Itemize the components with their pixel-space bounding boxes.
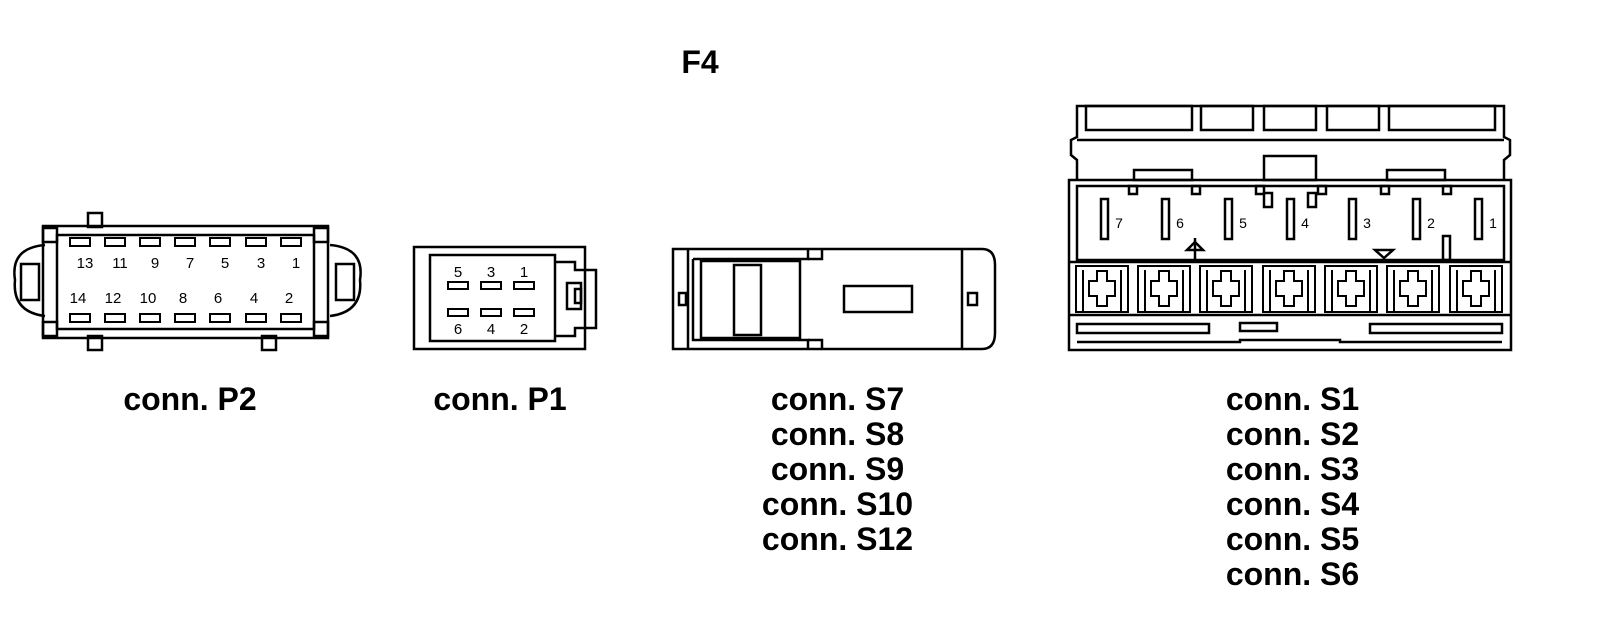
pin-number: 4	[250, 290, 258, 307]
pin-number: 1	[520, 264, 528, 281]
connector-p1	[412, 245, 598, 351]
pin-number: 5	[221, 255, 229, 272]
pin-number: 5	[454, 264, 462, 281]
pin-number: 3	[487, 264, 495, 281]
pin-slot	[174, 237, 196, 247]
pin-slot	[104, 237, 126, 247]
pin-number: 1	[1489, 215, 1497, 231]
terminal-cell	[1324, 265, 1378, 313]
pin-number: 7	[186, 255, 194, 272]
connector-s7-labels: conn. S7 conn. S8 conn. S9 conn. S10 con…	[700, 382, 975, 557]
pin-number: 14	[70, 290, 87, 307]
pin-slot	[447, 281, 469, 290]
pin-slot	[69, 237, 91, 247]
connector-label: conn. S9	[770, 451, 905, 487]
pin-slot	[139, 313, 161, 323]
connector-p1-pins: 5 3 1 6 4 2	[447, 264, 535, 338]
pin-number: 9	[151, 255, 159, 272]
terminal-cell	[1199, 265, 1253, 313]
connector-label: conn. S8	[770, 416, 905, 452]
connector-label: conn. S6	[1225, 556, 1360, 592]
pin-slot	[1285, 197, 1296, 241]
terminal-cell	[1137, 265, 1191, 313]
connector-p2-pins: 13 11 9 7 5 3 1 14 12 10 8 6 4 2	[69, 237, 302, 323]
connector-label: conn. S7	[770, 381, 905, 417]
connector-p2	[13, 211, 362, 352]
pin-slot	[1347, 197, 1358, 241]
diagram-title: F4	[681, 44, 719, 80]
connector-s1-pins: 7 6 5 4 3 2 1	[1099, 197, 1497, 241]
pin-slot	[104, 313, 126, 323]
pin-number: 6	[454, 321, 462, 338]
pin-slot	[69, 313, 91, 323]
pin-number: 10	[140, 290, 157, 307]
connector-p2-label: conn. P2	[123, 381, 257, 417]
pin-slot	[480, 308, 502, 317]
pin-slot	[209, 313, 231, 323]
connector-label: conn. S10	[761, 486, 914, 522]
pin-number: 7	[1115, 215, 1123, 231]
pin-number: 5	[1239, 215, 1247, 231]
pin-number: 8	[179, 290, 187, 307]
connector-label: conn. S3	[1225, 451, 1360, 487]
terminal-cell	[1262, 265, 1316, 313]
terminal-cell	[1449, 265, 1503, 313]
connector-s1-terminal-cells	[1075, 265, 1503, 313]
connector-label: conn. S5	[1225, 521, 1360, 557]
pin-slot	[1473, 197, 1484, 241]
connector-label: conn. S12	[761, 521, 914, 557]
pin-slot	[174, 313, 196, 323]
pin-slot	[513, 281, 535, 290]
pin-slot	[280, 237, 302, 247]
pin-slot	[245, 237, 267, 247]
connector-s1-labels: conn. S1 conn. S2 conn. S3 conn. S4 conn…	[1155, 382, 1430, 592]
connector-label: conn. S2	[1225, 416, 1360, 452]
pin-slot	[1099, 197, 1110, 241]
connector-s1	[1067, 104, 1513, 352]
pin-number: 4	[1301, 215, 1309, 231]
connector-label: conn. S1	[1225, 381, 1360, 417]
pin-number: 3	[257, 255, 265, 272]
pin-slot	[1411, 197, 1422, 241]
pin-number: 2	[285, 290, 293, 307]
pin-number: 4	[487, 321, 495, 338]
connector-p1-label: conn. P1	[433, 381, 567, 417]
pin-number: 12	[105, 290, 122, 307]
pin-number: 2	[520, 321, 528, 338]
pin-number: 3	[1363, 215, 1371, 231]
pin-number: 11	[112, 255, 128, 272]
pin-slot	[1160, 197, 1171, 241]
connector-s7	[671, 247, 997, 351]
pin-number: 1	[292, 255, 300, 272]
pin-slot	[209, 237, 231, 247]
pin-number: 6	[1176, 215, 1184, 231]
terminal-cell	[1075, 265, 1129, 313]
pin-number: 2	[1427, 215, 1435, 231]
connector-label: conn. S4	[1225, 486, 1360, 522]
pin-number: 6	[214, 290, 222, 307]
pin-slot	[1223, 197, 1234, 241]
pin-slot	[480, 281, 502, 290]
pin-slot	[447, 308, 469, 317]
pin-slot	[280, 313, 302, 323]
pin-slot	[139, 237, 161, 247]
pin-slot	[513, 308, 535, 317]
terminal-cell	[1386, 265, 1440, 313]
pin-slot	[245, 313, 267, 323]
pin-number: 13	[77, 255, 94, 272]
